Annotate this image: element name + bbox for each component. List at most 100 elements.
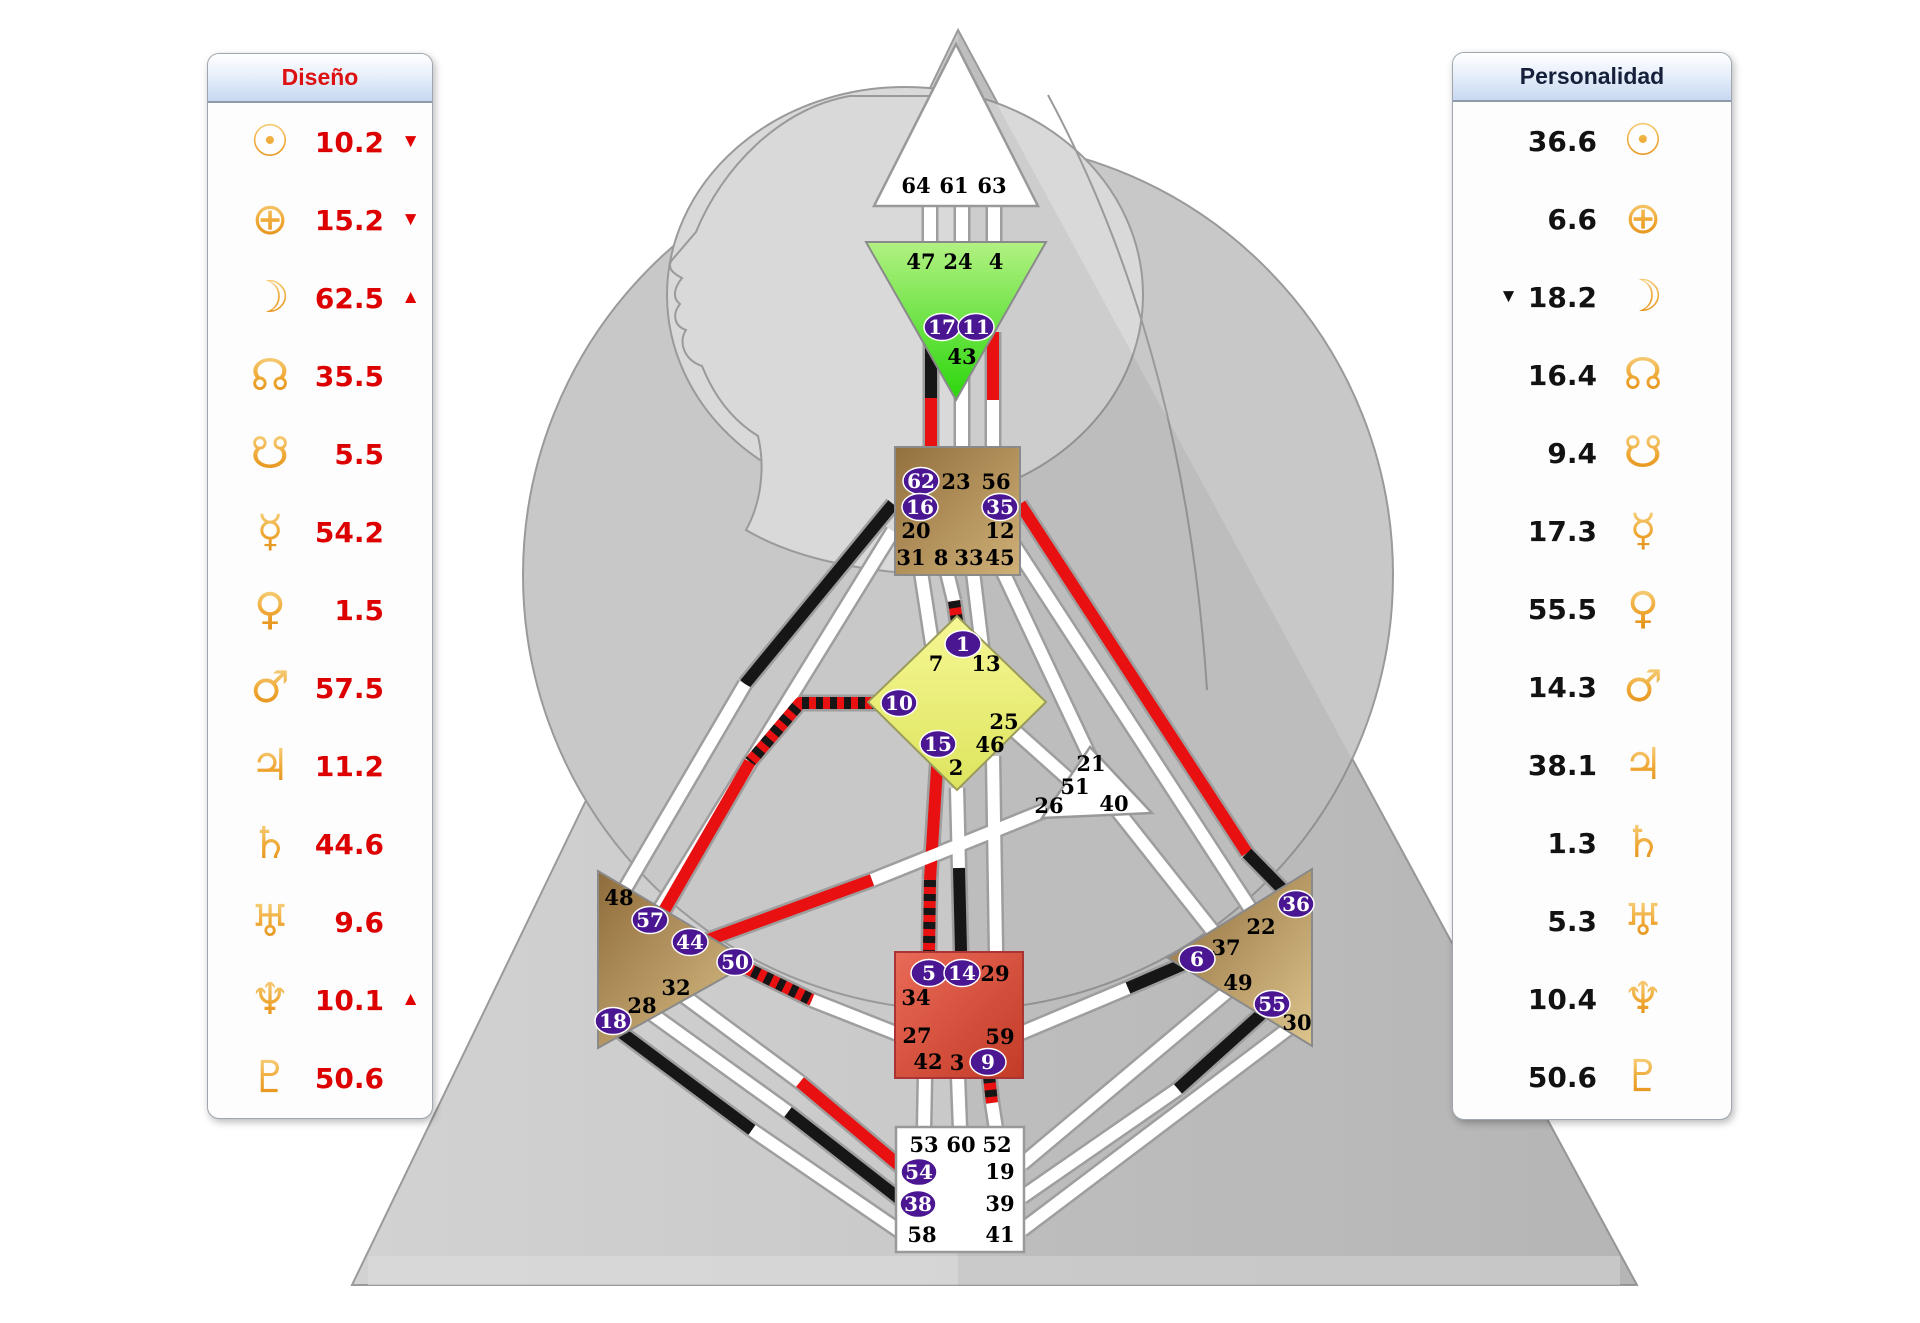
personality-row-saturn: 1.3♄ (1453, 804, 1731, 882)
gate-26-label[interactable]: 26 (1034, 793, 1063, 818)
neptune-icon: ♆ (250, 974, 290, 1025)
personality-row-pluto: 50.6♇ (1453, 1038, 1731, 1116)
channel-28-38-open (648, 1009, 792, 1117)
channel-46-29 (987, 755, 1002, 952)
personality-row-mars: 14.3♂ (1453, 648, 1731, 726)
gate-57-label[interactable]: 57 (636, 908, 664, 932)
personality-row-jupiter: 38.1♃ (1453, 726, 1731, 804)
g-center[interactable] (866, 614, 1048, 792)
design-panel: Diseño ☉10.2▼⊕15.2▼☽62.5▲☊35.5☋5.5☿54.2♀… (207, 53, 433, 1119)
gate-54-label[interactable]: 54 (905, 1160, 933, 1184)
gate-50-label[interactable]: 50 (721, 950, 749, 974)
gate-32-label[interactable]: 32 (661, 975, 690, 1000)
gate-59-label[interactable]: 59 (985, 1024, 1014, 1049)
gate-56-label[interactable]: 56 (981, 469, 1010, 494)
gate-3-label[interactable]: 3 (950, 1050, 965, 1075)
gate-29-label[interactable]: 29 (980, 961, 1009, 986)
gate-60-label[interactable]: 60 (946, 1132, 975, 1157)
gate-8-label[interactable]: 8 (934, 545, 949, 570)
gate-62-label[interactable]: 62 (907, 469, 935, 493)
gate-63-label[interactable]: 63 (977, 173, 1006, 198)
design-row-venus: ♀1.5 (208, 571, 432, 649)
design-row-uranus: ♅9.6 (208, 883, 432, 961)
gate-28-label[interactable]: 28 (627, 993, 656, 1018)
head-center[interactable] (871, 41, 1041, 208)
gate-17-label[interactable]: 17 (928, 315, 956, 339)
design-row-north-node: ☊35.5 (208, 337, 432, 415)
gate-6-label[interactable]: 6 (1190, 947, 1204, 971)
gate-4-label[interactable]: 4 (989, 249, 1004, 274)
gate-15-label[interactable]: 15 (924, 732, 952, 756)
gate-51-label[interactable]: 51 (1060, 774, 1089, 799)
gate-20-label[interactable]: 20 (901, 518, 930, 543)
gate-35-label[interactable]: 35 (986, 495, 1014, 519)
gate-30-label[interactable]: 30 (1282, 1010, 1311, 1035)
gate-21-label[interactable]: 21 (1076, 751, 1105, 776)
gate-22-label[interactable]: 22 (1246, 914, 1275, 939)
gate-58-label[interactable]: 58 (907, 1222, 936, 1247)
personality-panel: Personalidad 36.6☉6.6⊕▼18.2☽16.4☊9.4☋17.… (1452, 52, 1732, 1120)
channel-8-1-open (941, 570, 960, 603)
channel-25-51 (1003, 719, 1077, 788)
gate-37-label[interactable]: 37 (1211, 935, 1240, 960)
design-row-mars: ♂57.5 (208, 649, 432, 727)
gate-11-label[interactable]: 11 (962, 315, 990, 339)
shoulder-curve (1047, 94, 1208, 691)
gate-14-label[interactable]: 14 (948, 961, 976, 985)
gate-52-label[interactable]: 52 (982, 1132, 1011, 1157)
gate-12-label[interactable]: 12 (985, 518, 1014, 543)
heart-center[interactable] (1039, 745, 1155, 820)
gate-18-label[interactable]: 18 (599, 1009, 627, 1033)
personality-row-sun: 36.6☉ (1453, 102, 1731, 180)
channel-2-14-open (951, 787, 965, 869)
design-rows: ☉10.2▼⊕15.2▼☽62.5▲☊35.5☋5.5☿54.2♀1.5♂57.… (208, 103, 432, 1117)
gate-10-label[interactable]: 10 (885, 691, 913, 715)
personality-row-north-node: 16.4☊ (1453, 336, 1731, 414)
gate-53-label[interactable]: 53 (909, 1132, 938, 1157)
gate-1-label[interactable]: 1 (956, 632, 970, 656)
gate-27-label[interactable]: 27 (902, 1023, 931, 1048)
personality-row-earth: 6.6⊕ (1453, 180, 1731, 258)
gate-16-label[interactable]: 16 (906, 495, 934, 519)
personality-row-mercury: 17.3☿ (1453, 492, 1731, 570)
gate-2-label[interactable]: 2 (949, 755, 964, 780)
gate-45-label[interactable]: 45 (985, 545, 1014, 570)
gate-49-label[interactable]: 49 (1223, 970, 1252, 995)
moon-icon: ☽ (250, 272, 290, 323)
gate-38-label[interactable]: 38 (904, 1192, 932, 1216)
gate-34-label[interactable]: 34 (901, 985, 930, 1010)
gate-23-label[interactable]: 23 (941, 469, 970, 494)
personality-row-moon: ▼18.2☽ (1453, 258, 1731, 336)
design-row-jupiter: ♃11.2 (208, 727, 432, 805)
gate-1-activation (944, 629, 982, 659)
gate-5-label[interactable]: 5 (922, 961, 936, 985)
gate-25-label[interactable]: 25 (989, 709, 1018, 734)
design-mars-value: 57.5 (314, 671, 384, 705)
gate-61-label[interactable]: 61 (939, 173, 968, 198)
gate-64-label[interactable]: 64 (901, 173, 930, 198)
gate-42-label[interactable]: 42 (913, 1049, 942, 1074)
gate-36-label[interactable]: 36 (1282, 892, 1310, 916)
gate-33-label[interactable]: 33 (954, 545, 983, 570)
gate-41-label[interactable]: 41 (985, 1222, 1014, 1247)
design-row-pluto: ♇50.6 (208, 1039, 432, 1117)
root-center[interactable] (894, 1125, 1026, 1254)
gate-19-label[interactable]: 19 (985, 1159, 1014, 1184)
gate-55-label[interactable]: 55 (1258, 992, 1286, 1016)
gate-43-label[interactable]: 43 (947, 344, 976, 369)
gate-48-label[interactable]: 48 (604, 885, 633, 910)
gate-47-label[interactable]: 47 (906, 249, 935, 274)
gate-31-label[interactable]: 31 (896, 545, 925, 570)
gate-13-label[interactable]: 13 (971, 651, 1000, 676)
gate-7-label[interactable]: 7 (929, 651, 944, 676)
sun-icon: ☉ (1623, 115, 1663, 166)
gate-44-label[interactable]: 44 (676, 930, 704, 954)
gate-9-label[interactable]: 9 (981, 1050, 995, 1074)
gate-50-activation (716, 947, 754, 977)
gate-24-label[interactable]: 24 (943, 249, 972, 274)
gate-46-label[interactable]: 46 (975, 732, 1004, 757)
gate-39-label[interactable]: 39 (985, 1191, 1014, 1216)
gate-40-label[interactable]: 40 (1099, 791, 1128, 816)
channel-31-7 (915, 571, 939, 651)
